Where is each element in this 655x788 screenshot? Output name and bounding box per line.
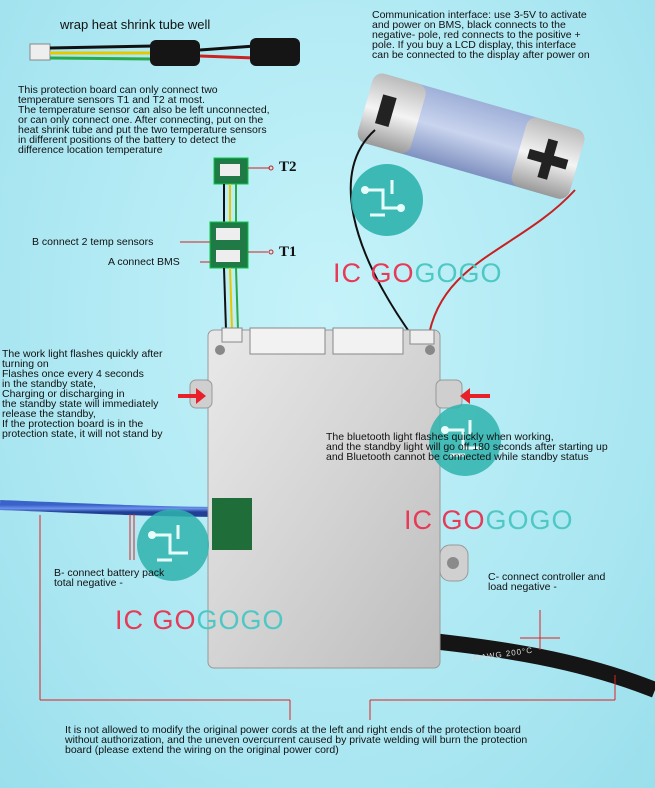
temp-sensor-text: This protection board can only connect t… [18,84,270,156]
c-minus-text: C- connect controller and load negative … [488,571,606,593]
red-arrows [178,388,490,404]
temp-sensor-t1 [209,221,249,269]
heat-shrink-cable [29,38,300,66]
circuit-badge-3 [137,509,209,581]
battery-cell [357,73,585,199]
t2-label: T2 [279,159,297,175]
b-minus-text: B- connect battery pack total negative - [54,567,165,589]
work-light-text: The work light flashes quickly after tur… [2,348,163,440]
protection-board [189,327,469,669]
b-connect-label: B connect 2 temp sensors [32,236,154,248]
comm-interface-text: Communication interface: use 3-5V to act… [372,9,590,61]
t1-label: T1 [279,244,297,260]
temp-sensor-t2 [213,157,249,185]
wrap-title: wrap heat shrink tube well [60,17,211,32]
watermark-1: IC GOGOGO [333,258,503,288]
watermark-3: IC GOGOGO [115,605,285,635]
circuit-badge-2 [429,404,501,476]
circuit-badge-1 [351,164,423,236]
callout-lines [39,514,616,720]
watermark-2: IC GOGOGO [404,505,574,535]
bluetooth-light-text: The bluetooth light flashes quickly when… [326,431,608,463]
bottom-note-text: It is not allowed to modify the original… [65,724,528,756]
a-connect-label: A connect BMS [108,256,180,268]
